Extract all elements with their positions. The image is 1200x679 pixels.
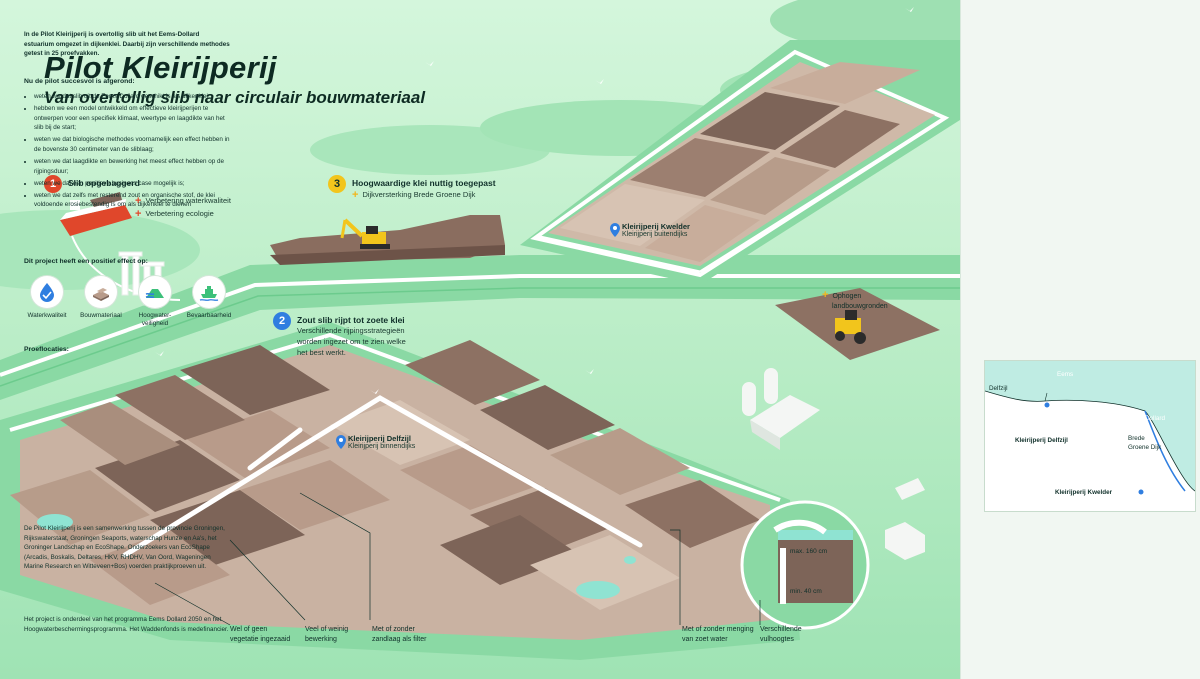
- page-title: Pilot Kleirijperij: [44, 50, 277, 85]
- map-water-dollard: Dollard: [1145, 415, 1165, 422]
- result-item: weten we dat een positieve business case…: [34, 179, 230, 189]
- location-sub: Kleirijperij buitendijks: [622, 231, 688, 238]
- effects-heading: Dit project heeft een positief effect op…: [24, 258, 148, 265]
- scale-max-label: max. 160 cm: [790, 548, 828, 555]
- location-kwelder: Kleirijperij Kwelder Kleirijperij buiten…: [622, 222, 690, 238]
- kwelder-pin: [610, 223, 620, 237]
- step-1-number: 1: [44, 175, 62, 193]
- program-text: Het project is onderdeel van het program…: [24, 616, 229, 633]
- step-2: 2 Zout slib rijpt tot zoete klei Verschi…: [273, 312, 406, 358]
- step-1-benefits: +Verbetering waterkwaliteit +Verbetering…: [135, 194, 231, 220]
- location-sub: Kleirijperij binnendijks: [348, 443, 416, 450]
- farm-buildings: [742, 368, 925, 560]
- farmland: [775, 288, 940, 360]
- map-dike-label-1: Brede: [1128, 435, 1145, 442]
- clay-blocks-icon: [85, 276, 117, 308]
- excavator: [340, 218, 390, 249]
- scale-min-label: min. 40 cm: [790, 588, 822, 595]
- delfzijl-pin: [336, 435, 346, 449]
- location-delfzijl: Kleirijperij Delfzijl Kleirijperij binne…: [348, 434, 415, 450]
- map-water-eems: Eems: [1057, 371, 1074, 378]
- step-1-title: Slib opgebaggerd: [68, 178, 140, 188]
- location-name: Kleirijperij Kwelder: [622, 222, 690, 231]
- kwelder-complex: [520, 40, 960, 285]
- result-item: weten we dat laagdikte en bewerking het …: [34, 157, 230, 176]
- map-shapes: [985, 361, 1195, 511]
- benefit-item: +Dijkversterking Brede Groene Dijk: [352, 188, 476, 201]
- birds: [155, 7, 914, 394]
- location-name: Kleirijperij Delfzijl: [348, 434, 411, 443]
- result-item: weten we dat slib uit de Eems-Dollard ge…: [34, 92, 230, 102]
- map-town-delfzijl: Delfzijl: [989, 385, 1008, 392]
- step-2-number: 2: [273, 312, 291, 330]
- location-map: Delfzijl Eems Dollard Kleirijperij Delfz…: [984, 360, 1196, 512]
- effect-bevaarbaarheid: Bevaarbaarheid: [184, 276, 234, 328]
- results-heading: Nu de pilot succesvol is afgerond:: [24, 78, 135, 85]
- step-3-title: Hoogwaardige klei nuttig toegepast: [352, 178, 496, 188]
- result-item: hebben we een model ontwikkeld om effect…: [34, 104, 230, 133]
- benefit-item: +Verbetering waterkwaliteit: [135, 194, 231, 207]
- main-dike: [0, 255, 960, 400]
- effects-row: Waterkwaliteit Bouwmateriaal Hoogwater-v…: [22, 276, 234, 328]
- water-ponds: [37, 514, 636, 599]
- map-site-delfzijl: Kleirijperij Delfzijl: [1015, 437, 1068, 444]
- drainage-pipes: [122, 395, 643, 558]
- ship-icon: [193, 276, 225, 308]
- partners-text: De Pilot Kleirijperij is een samenwerkin…: [24, 525, 225, 571]
- step-3: 3 Hoogwaardige klei nuttig toegepast +Di…: [328, 175, 496, 201]
- map-site-kwelder: Kleirijperij Kwelder: [1055, 489, 1113, 496]
- step-3-number: 3: [328, 175, 346, 193]
- page-subtitle: Van overtollig slib naar circulair bouwm…: [44, 88, 426, 107]
- panel-intro: In de Pilot Kleirijperij is overtollig s…: [24, 31, 230, 58]
- effect-hoogwaterveiligheid: Hoogwater-veiligheid: [130, 276, 180, 328]
- water-drop-icon: [31, 276, 63, 308]
- benefit-item: +Verbetering ecologie: [135, 207, 214, 220]
- ophogen-label: +Ophogen landbouwgronden: [822, 289, 888, 311]
- dike-icon: [139, 276, 171, 308]
- map-dike-label-2: Groene Dijk: [1128, 444, 1162, 451]
- plus-icon: +: [822, 289, 829, 301]
- info-panel: [960, 0, 1200, 679]
- step-1: 1 Slib opgebaggerd: [44, 175, 140, 193]
- callout-lines: [154, 492, 761, 626]
- plus-icon: +: [352, 188, 359, 201]
- dredging-ship: [60, 192, 132, 236]
- plus-icon: +: [135, 207, 142, 220]
- results-list: weten we dat slib uit de Eems-Dollard ge…: [24, 92, 230, 213]
- effect-bouwmateriaal: Bouwmateriaal: [76, 276, 126, 328]
- result-item: weten we dat biologische methodes voorna…: [34, 135, 230, 154]
- landscape-illustration: [0, 0, 960, 679]
- test-plots: [10, 340, 760, 610]
- map-heading: Proeflocaties:: [24, 346, 69, 353]
- depth-scale-inset: [740, 500, 870, 630]
- result-item: weten we dat zelfs met resterend zout en…: [34, 191, 230, 210]
- plus-icon: +: [135, 194, 142, 207]
- step-2-title: Zout slib rijpt tot zoete klei: [297, 315, 405, 325]
- clay-mound: [270, 215, 505, 265]
- effect-waterkwaliteit: Waterkwaliteit: [22, 276, 72, 328]
